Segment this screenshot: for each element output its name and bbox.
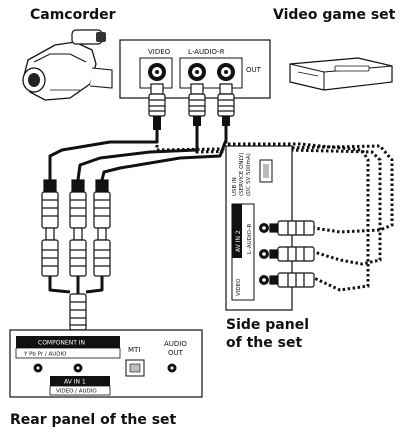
- rear-jack-2[interactable]: [73, 363, 83, 373]
- component-sub-label: Y Pb Pr / AUDIO: [23, 352, 67, 358]
- video-game-set-label: Video game set: [273, 7, 396, 23]
- audio-out-label-line2: OUT: [168, 349, 184, 357]
- usb-in-label: USB IN: [232, 177, 238, 196]
- audio-out-jack[interactable]: [167, 363, 177, 373]
- audio-out-label-line1: AUDIO: [164, 340, 187, 348]
- device-plug-tails: [153, 116, 230, 130]
- side-audio-right-jack[interactable]: [259, 223, 269, 233]
- device-audio-left-jack[interactable]: [188, 63, 206, 81]
- video-game-console-illustration: [289, 57, 393, 91]
- av-in-1-sub-label: VIDEO / AUDIO: [56, 389, 97, 395]
- usb-service-label: (SERVICE ONLY): [239, 153, 245, 196]
- rear-panel-cables: [48, 126, 228, 181]
- side-video-label: VIDEO: [236, 278, 242, 296]
- component-in-label: COMPONENT IN: [38, 340, 85, 347]
- side-audio-label: L–AUDIO–R: [247, 223, 253, 254]
- out-label: OUT: [246, 66, 262, 74]
- usb-power-label: (DC 5V 500mA): [246, 153, 252, 196]
- device-video-jack[interactable]: [148, 63, 166, 81]
- usb-port[interactable]: [259, 159, 273, 183]
- rear-plug-bundle: [41, 179, 111, 277]
- device-plugs: [148, 83, 235, 117]
- side-panel-plugs: [269, 220, 315, 288]
- device-audio-right-jack[interactable]: [217, 63, 235, 81]
- rear-panel-label: Rear panel of the set: [10, 412, 177, 428]
- mti-label: MTI: [128, 346, 140, 354]
- video-out-label: VIDEO: [148, 48, 171, 56]
- side-video-jack[interactable]: [259, 275, 269, 285]
- rear-panel-cable-merge: [48, 276, 104, 296]
- av-in-1-label: AV IN 1: [64, 379, 86, 386]
- audio-out-label: L-AUDIO-R: [188, 48, 225, 56]
- camcorder-illustration: [22, 29, 113, 101]
- av-in-2-label: AV IN 2: [235, 230, 242, 252]
- rear-jack-1[interactable]: [33, 363, 43, 373]
- camcorder-label: Camcorder: [30, 7, 116, 23]
- side-panel-label-line1: Side panel: [226, 317, 309, 333]
- side-panel-label-line2: of the set: [226, 335, 302, 351]
- side-audio-left-jack[interactable]: [259, 249, 269, 259]
- mti-port[interactable]: [125, 359, 145, 377]
